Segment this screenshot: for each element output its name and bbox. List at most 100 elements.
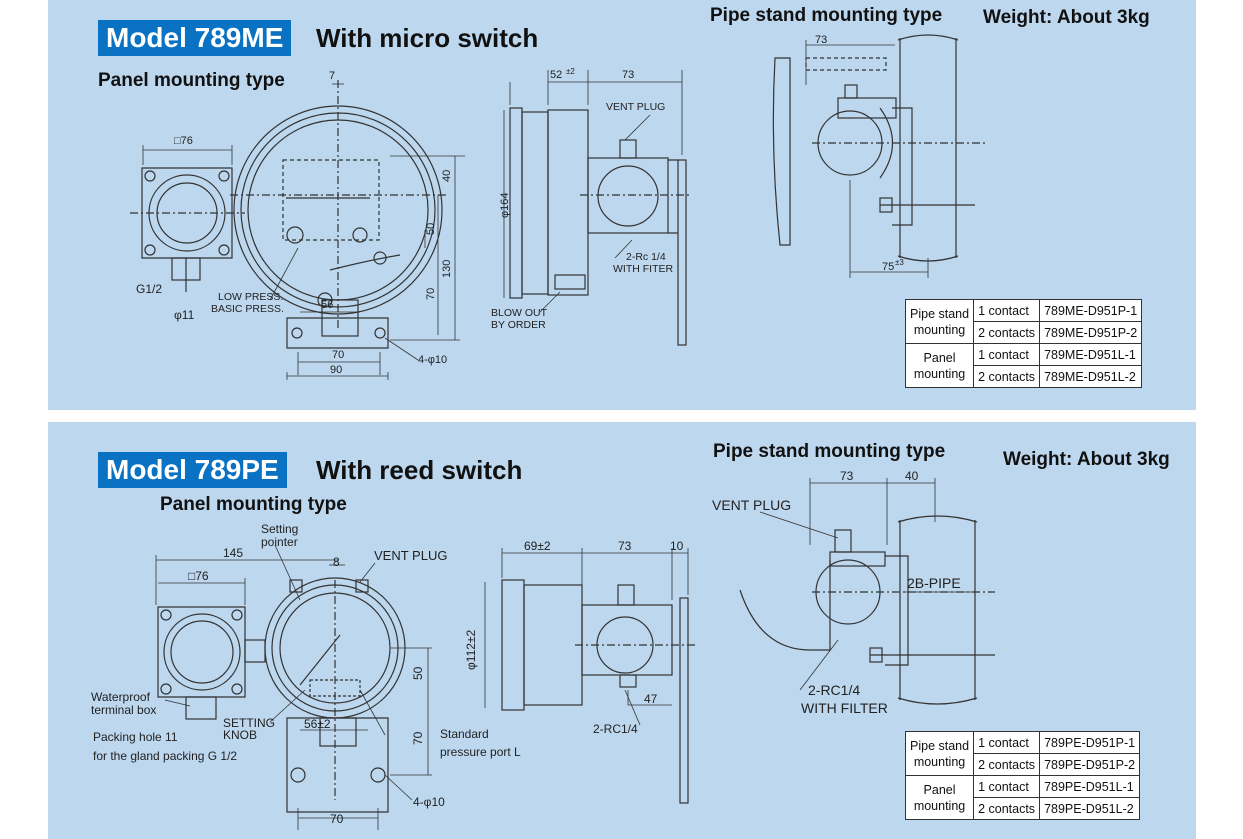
dim-70v-789me: 70 <box>425 288 437 300</box>
table-code-cell: 789PE-D951L-1 <box>1039 775 1141 798</box>
label-pipe-rc-789pe: 2-RC1/4 <box>808 682 861 698</box>
section-title-789pe: With reed switch <box>316 455 523 485</box>
label-gland-789pe: for the gland packing G 1/2 <box>93 749 238 763</box>
dim-69-789pe: 69±2 <box>524 539 551 553</box>
label-packing-hole-789pe: Packing hole 11 <box>93 730 178 744</box>
label-pipe-vent-789pe: VENT PLUG <box>712 497 792 513</box>
dim-pipe-73-789me: 73 <box>815 34 827 46</box>
table-row: 2 contacts 789PE-D951L-2 <box>906 797 1141 820</box>
dim-40-789me: 40 <box>441 170 453 182</box>
dim-pipe-73-789pe: 73 <box>840 469 854 483</box>
label-pointer-789pe: pointer <box>261 535 298 549</box>
label-rc14-789me: 2-Rc 1/4 <box>626 251 666 263</box>
label-by-order-789me: BY ORDER <box>491 319 546 331</box>
table-contact-cell: 1 contact <box>973 775 1041 798</box>
dim-70v-789pe: 70 <box>411 731 425 745</box>
table-row: 2 contacts 789ME-D951L-2 <box>906 365 1143 388</box>
panel-mount-heading-789pe: Panel mounting type <box>160 494 347 515</box>
dim-sq76-789pe: □76 <box>188 569 209 583</box>
table-row: 2 contacts 789PE-D951P-2 <box>906 753 1141 776</box>
dim-sq76-789me: □76 <box>174 135 193 147</box>
label-standard-789pe: Standard <box>440 727 489 741</box>
panel-mount-heading-789me: Panel mounting type <box>98 70 285 91</box>
label-basic-press-789me: BASIC PRESS. <box>211 303 284 315</box>
table-contact-cell: 2 contacts <box>973 365 1041 388</box>
label-vent-plug-789pe: VENT PLUG <box>374 548 448 563</box>
dim-50-789pe: 50 <box>411 666 425 680</box>
dim-52-tol-789me: ±2 <box>566 67 575 76</box>
pipe-mount-heading-789me: Pipe stand mounting type <box>710 5 943 26</box>
dim-side-73-789me: 73 <box>622 69 634 81</box>
dim-90-789me: 90 <box>330 364 342 376</box>
gauge-front-789pe <box>264 577 406 813</box>
terminal-box-789me <box>130 167 245 292</box>
table-row: 2 contacts 789ME-D951P-2 <box>906 321 1143 344</box>
table-contact-cell: 1 contact <box>973 299 1041 322</box>
label-setting-knob-2-789pe: KNOB <box>223 728 258 742</box>
label-rc14-789pe: 2-RC1/4 <box>593 722 638 736</box>
table-contact-cell: 2 contacts <box>973 321 1041 344</box>
dim-56-789pe: 56±2 <box>304 717 331 731</box>
dim-145-789pe: 145 <box>223 546 243 560</box>
table-code-cell: 789ME-D951P-2 <box>1039 321 1143 344</box>
table-code-cell: 789PE-D951P-1 <box>1039 731 1141 754</box>
label-vent-plug-789me: VENT PLUG <box>606 101 666 113</box>
dim-50-789me: 50 <box>425 223 437 235</box>
table-contact-cell: 2 contacts <box>973 753 1041 776</box>
dim-pipe-40-789pe: 40 <box>905 469 919 483</box>
dim-70-789pe: 70 <box>330 812 344 826</box>
weight-789me: Weight: About 3kg <box>983 7 1150 28</box>
table-code-cell: 789PE-D951P-2 <box>1039 753 1141 776</box>
label-setting-789pe: Setting <box>261 522 299 536</box>
dim-side-73-789pe: 73 <box>618 539 632 553</box>
label-g12-789me: G1/2 <box>136 282 163 296</box>
dim-phi164-789me: φ164 <box>499 193 511 219</box>
label-blow-out-789me: BLOW OUT <box>491 307 548 319</box>
dim-70-789me: 70 <box>332 349 344 361</box>
table-code-cell: 789ME-D951L-1 <box>1039 343 1143 366</box>
gauge-front-789me <box>230 80 448 349</box>
pipe-stand-789pe <box>739 515 995 705</box>
dim-8-789pe: 8 <box>333 555 340 569</box>
weight-789pe: Weight: About 3kg <box>1003 449 1170 470</box>
table-code-cell: 789ME-D951L-2 <box>1039 365 1143 388</box>
label-2b-pipe-789pe: 2B-PIPE <box>907 575 961 591</box>
dim-phi112-789pe: φ112±2 <box>464 630 478 670</box>
label-pressure-port-789pe: pressure port L <box>440 745 521 759</box>
model-badge-789pe: Model 789PE <box>98 452 287 488</box>
dim-47-789pe: 47 <box>644 692 658 706</box>
section-title-789me: With micro switch <box>316 23 539 53</box>
gauge-side-789pe <box>501 579 695 804</box>
label-low-press-789me: LOW PRESS. <box>218 291 284 303</box>
dim-side-10-789pe: 10 <box>670 539 684 553</box>
table-contact-cell: 2 contacts <box>973 797 1041 820</box>
label-setting-knob-1-789pe: SETTING <box>223 716 276 730</box>
terminal-box-789pe <box>157 606 266 720</box>
dim-pipe-75-789me: 75 <box>882 261 894 273</box>
label-phi11-789me: φ11 <box>174 308 195 322</box>
gauge-side-789me <box>509 107 690 346</box>
dim-holes-789me: 4-φ10 <box>418 354 447 366</box>
model-badge-789me: Model 789ME <box>98 20 292 56</box>
pipe-mount-heading-789pe: Pipe stand mounting type <box>713 441 946 462</box>
pipe-stand-789me <box>772 34 985 262</box>
dim-130-789me: 130 <box>441 260 453 278</box>
label-terminal-box-789pe: terminal box <box>91 703 157 717</box>
label-with-fiter-789me: WITH FITER <box>613 263 674 275</box>
label-holes-789pe: 4-φ10 <box>413 795 445 809</box>
dim-7-789me: 7 <box>329 70 335 82</box>
label-waterproof-789pe: Waterproof <box>91 690 150 704</box>
dim-56-789me: 56 <box>321 299 333 311</box>
label-with-filter-789pe: WITH FILTER <box>801 700 888 716</box>
dim-pipe-75-tol-789me: ±3 <box>895 258 904 267</box>
